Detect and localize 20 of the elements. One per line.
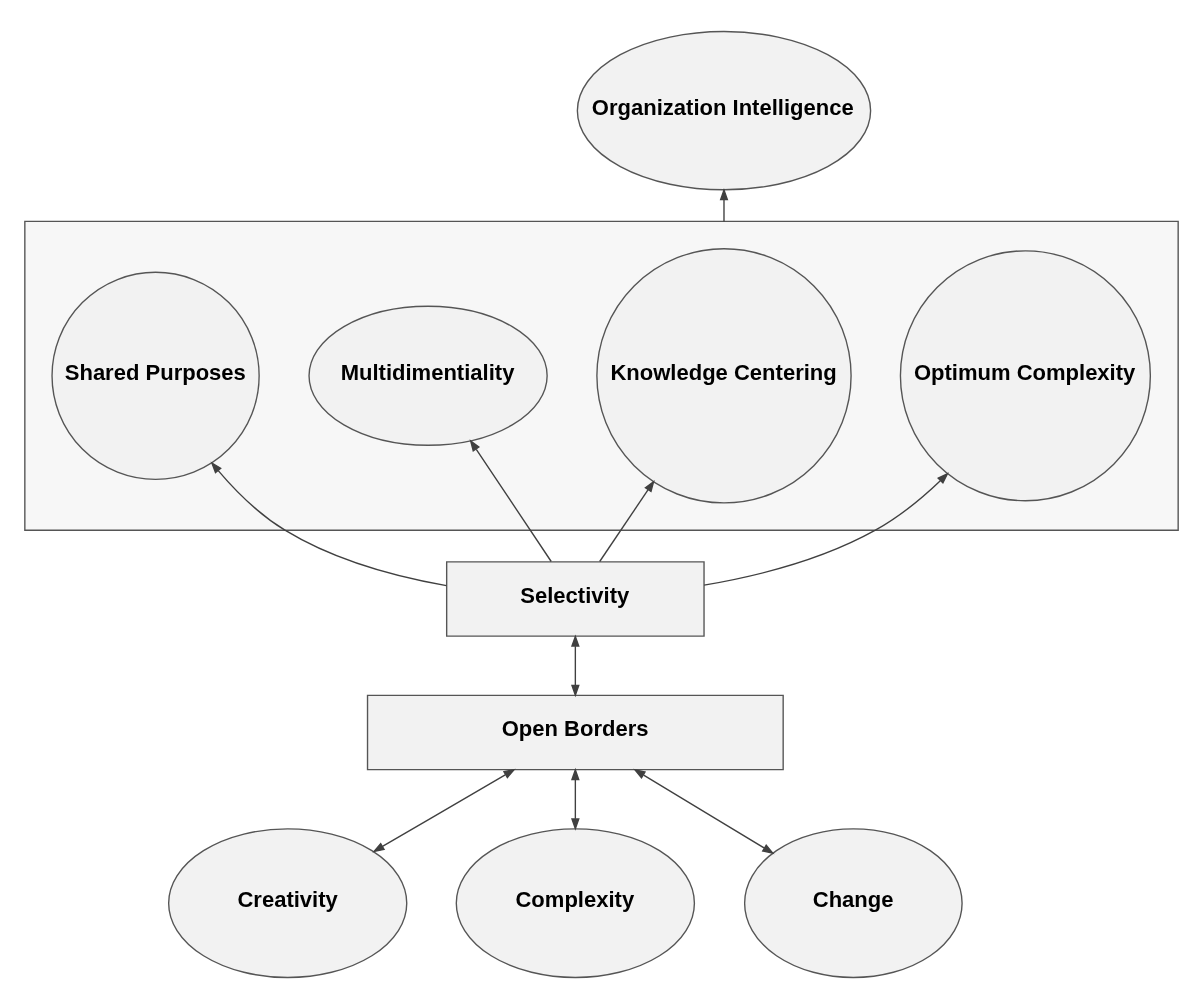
arrow <box>571 767 580 831</box>
node-ellipse: Complexity <box>455 827 696 978</box>
node-ellipse: Creativity <box>167 827 408 978</box>
cluster <box>24 220 1179 531</box>
arrow <box>469 438 552 562</box>
arrow <box>571 633 580 697</box>
arrow <box>210 460 448 586</box>
node-ellipse: Organization Intelligence <box>576 30 872 190</box>
node-box: Open Borders <box>366 694 784 770</box>
node-circle: Knowledge Centering <box>596 247 852 504</box>
arrow <box>372 768 516 852</box>
arrow <box>719 187 729 222</box>
node-box: Selectivity <box>446 560 705 637</box>
node-ellipse: Change <box>743 827 963 978</box>
arrow <box>633 768 775 854</box>
node-circle: Optimum Complexity <box>899 249 1152 501</box>
node-circle: Shared Purposes <box>51 271 260 480</box>
arrow <box>703 471 949 586</box>
arrow <box>599 479 655 562</box>
node-ellipse: Multidimentiality <box>308 305 548 446</box>
